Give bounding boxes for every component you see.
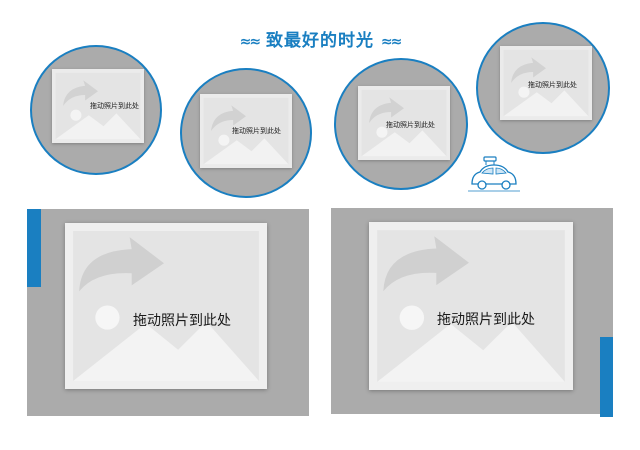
placeholder-label: 拖动照片到此处 bbox=[133, 313, 231, 329]
rect-photo-frame-1[interactable]: 拖动照片到此处 bbox=[27, 209, 309, 416]
image-placeholder-icon bbox=[73, 231, 259, 381]
placeholder-label: 拖动照片到此处 bbox=[437, 312, 535, 328]
circle-photo-frame-1[interactable]: 拖动照片到此处 bbox=[30, 45, 162, 175]
placeholder-label: 拖动照片到此处 bbox=[386, 121, 435, 129]
circle-photo-frame-4[interactable]: 拖动照片到此处 bbox=[476, 22, 610, 154]
rect-photo-frame-2[interactable]: 拖动照片到此处 bbox=[331, 208, 613, 414]
photo-placeholder[interactable]: 拖动照片到此处 bbox=[500, 46, 592, 120]
image-placeholder-icon bbox=[55, 72, 141, 140]
page-title-text: 致最好的时光 bbox=[266, 31, 374, 51]
placeholder-label: 拖动照片到此处 bbox=[90, 102, 139, 110]
circle-photo-frame-2[interactable]: 拖动照片到此处 bbox=[180, 68, 312, 198]
photo-placeholder[interactable]: 拖动照片到此处 bbox=[52, 69, 144, 143]
circle-photo-frame-3[interactable]: 拖动照片到此处 bbox=[334, 58, 468, 190]
photo-placeholder[interactable]: 拖动照片到此处 bbox=[369, 222, 573, 390]
page-title: ≈≈ 致最好的时光 ≈≈ bbox=[0, 26, 640, 51]
photo-placeholder[interactable]: 拖动照片到此处 bbox=[200, 94, 292, 168]
car-icon bbox=[468, 156, 520, 192]
photo-placeholder[interactable]: 拖动照片到此处 bbox=[358, 86, 450, 160]
accent-stripe bbox=[600, 337, 613, 417]
image-placeholder-icon bbox=[377, 230, 565, 382]
wave-icon: ≈≈ bbox=[239, 34, 262, 50]
image-placeholder-icon bbox=[361, 89, 447, 157]
image-placeholder-icon bbox=[203, 97, 289, 165]
accent-stripe bbox=[27, 209, 41, 287]
image-placeholder-icon bbox=[503, 49, 589, 117]
placeholder-label: 拖动照片到此处 bbox=[528, 81, 577, 89]
wave-icon: ≈≈ bbox=[380, 34, 403, 50]
placeholder-label: 拖动照片到此处 bbox=[232, 127, 281, 135]
photo-placeholder[interactable]: 拖动照片到此处 bbox=[65, 223, 267, 389]
